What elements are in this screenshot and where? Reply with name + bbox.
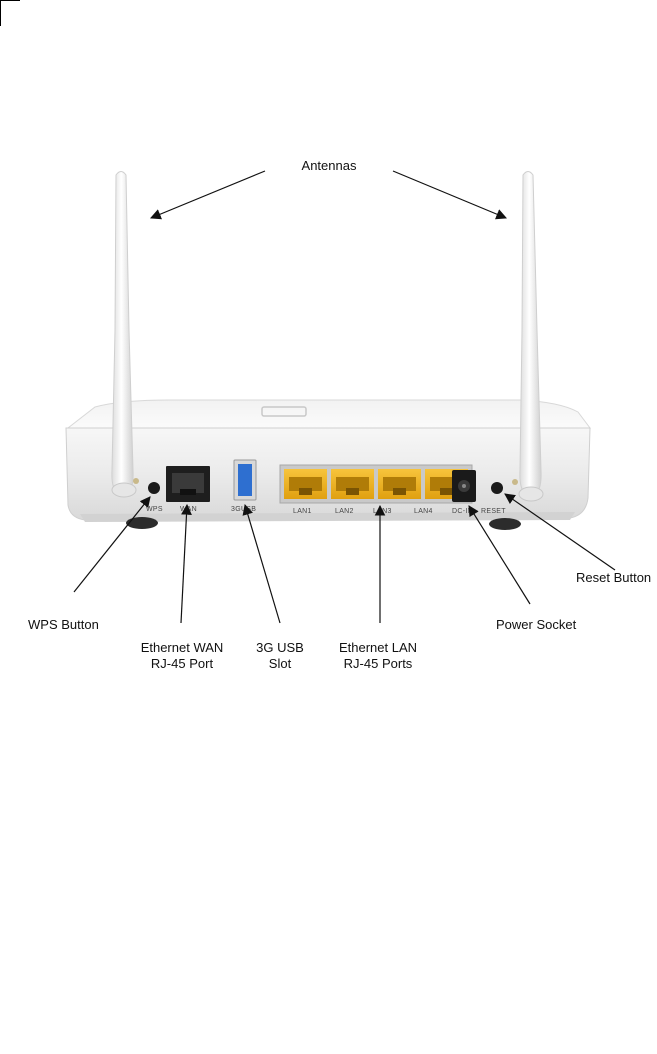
lan-callout-line2: RJ-45 Ports: [344, 656, 413, 671]
usb-port-insert: [238, 464, 252, 496]
antennas-callout: Antennas: [302, 158, 357, 173]
power-socket-callout: Power Socket: [496, 617, 577, 632]
lan3-port-label: LAN3: [373, 508, 392, 515]
dc-in-port-label: DC-IN: [452, 508, 473, 515]
lan4-port-label: LAN4: [414, 508, 433, 515]
reset-button-callout: Reset Button: [576, 570, 651, 585]
lan-ports: [280, 465, 472, 503]
usb-port-label: 3GUSB: [231, 506, 256, 513]
wan-port-label: WAN: [180, 506, 197, 513]
power-socket: [452, 470, 476, 502]
wps-button-callout: WPS Button: [28, 617, 99, 632]
left-foot: [126, 517, 158, 529]
lan2-port-label: LAN2: [335, 508, 354, 515]
usb-arrow: [245, 505, 280, 623]
wps-port-label: WPS: [146, 506, 163, 513]
wps-button: [148, 482, 160, 494]
lan1-port-label: LAN1: [293, 508, 312, 515]
lan-port-3: [378, 469, 421, 499]
lan-callout-line1: Ethernet LAN: [339, 640, 417, 655]
right-foot: [489, 518, 521, 530]
lan-port-1: [284, 469, 327, 499]
wan-callout-line2: RJ-45 Port: [151, 656, 214, 671]
antenna-arrow-left: [151, 171, 265, 218]
usb-callout-line1: 3G USB: [256, 640, 304, 655]
usb-callout-line2: Slot: [269, 656, 292, 671]
wan-callout-line1: Ethernet WAN: [141, 640, 224, 655]
wan-port: [166, 466, 210, 502]
usb-port: [234, 460, 256, 500]
reset-port-label: RESET: [481, 508, 506, 515]
reset-button: [491, 482, 503, 494]
antenna-arrow-right: [393, 171, 506, 218]
lan-port-2: [331, 469, 374, 499]
wan-arrow: [181, 505, 187, 623]
